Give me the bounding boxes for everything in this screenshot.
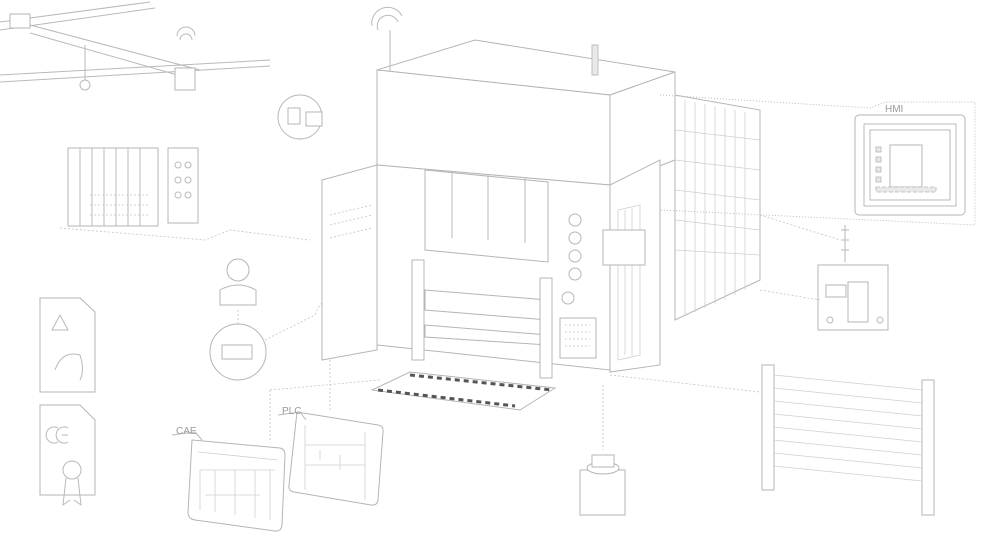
hmi-label: HMI (885, 104, 903, 115)
overhead-crane (0, 1, 271, 91)
emergency-stop-button (579, 385, 626, 516)
cae-schematic: CAE (171, 426, 286, 532)
plc-program-schematic: PLC (277, 406, 384, 506)
safety-interlock-switch (759, 214, 889, 331)
plc-modules (59, 147, 311, 241)
operator-support-icon (209, 258, 331, 381)
control-cabinet (277, 94, 378, 361)
hmi-panel: HMI (659, 94, 976, 226)
risk-assessment-document (39, 297, 96, 393)
safety-light-curtain (609, 364, 935, 516)
safety-fence (602, 94, 761, 361)
cae-label: CAE (176, 426, 197, 437)
press-machine (370, 6, 676, 411)
plc-label: PLC (282, 406, 301, 417)
connection-lines (269, 360, 381, 440)
ce-certificate-document (39, 404, 96, 507)
